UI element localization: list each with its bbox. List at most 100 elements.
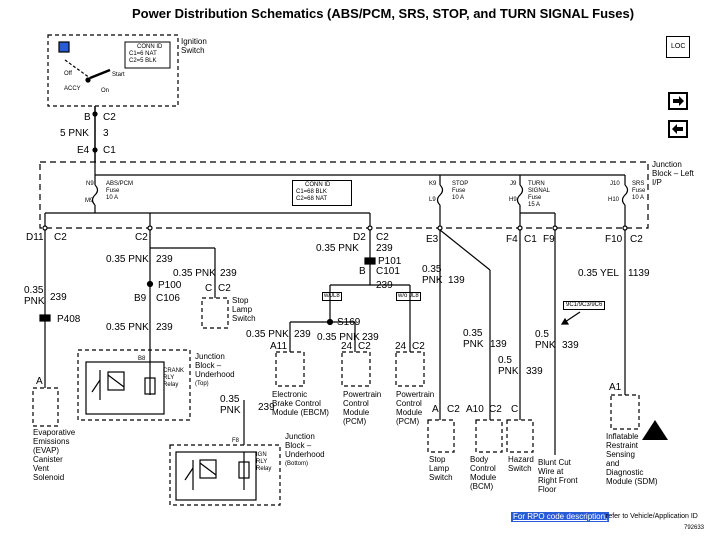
ign-c1: C1=6 NAT bbox=[129, 51, 157, 57]
crank-block-label: Junction Block – Underhood bbox=[195, 352, 235, 379]
pin-c2a: C2 bbox=[54, 232, 67, 243]
pcm1-pin: 24 bbox=[341, 341, 353, 352]
stop-lamp-switch-box bbox=[427, 419, 455, 453]
ignition-switch-label: Ignition Switch bbox=[181, 37, 207, 55]
w-jl8-label: w/JL8 bbox=[322, 292, 342, 301]
locator-button[interactable]: LOC bbox=[666, 36, 690, 58]
evap-wire-conn: P408 bbox=[57, 314, 81, 325]
ign-block-sub: (Bottom) bbox=[285, 461, 309, 467]
stop-sw-circuit: 239 bbox=[220, 268, 237, 279]
ign-relay-pin: F8 bbox=[232, 438, 240, 444]
ebcm-pin: A11 bbox=[270, 341, 288, 352]
ign-relay-label: IGN RLY Relay bbox=[256, 452, 272, 472]
sdm-box bbox=[610, 394, 640, 430]
turn-fuse-bottom: H9 bbox=[509, 197, 517, 203]
bcm-wire-color: PNK bbox=[463, 339, 484, 350]
stop-switch-top-conn: C2 bbox=[218, 283, 231, 294]
bcm-pin: A10 bbox=[466, 404, 484, 415]
blunt-wire-circuit: 339 bbox=[562, 340, 579, 351]
stop-fuse-top: K9 bbox=[429, 181, 437, 187]
pin-f9: F9 bbox=[543, 234, 555, 245]
ign-off: Off bbox=[64, 71, 72, 77]
bcm-box bbox=[475, 419, 503, 453]
jl-c2: C2=68 NAT bbox=[296, 196, 328, 202]
crank-relay-label: CRANK RLY Relay bbox=[163, 368, 185, 388]
stop-out-gauge: 0.35 bbox=[422, 264, 442, 275]
ign-accy: ACCY bbox=[64, 86, 81, 92]
turn-fuse-top: J9 bbox=[510, 181, 517, 187]
p101-label: P101 bbox=[378, 256, 402, 267]
blunt-label: Blunt Cut Wire at Right Front Floor bbox=[538, 458, 578, 494]
ignition-switch-box bbox=[47, 34, 179, 107]
junction-block-left-box bbox=[39, 161, 649, 229]
abs-fuse-bottom: M9 bbox=[85, 198, 94, 204]
sdm-wire-label: 0.35 YEL bbox=[578, 268, 619, 279]
sdm-pin: A1 bbox=[609, 382, 622, 393]
ebcm-box bbox=[275, 351, 305, 387]
figure-id: 792633 bbox=[684, 525, 705, 531]
arrow-right-icon bbox=[673, 96, 684, 106]
hazard-wire-gauge: 0.5 bbox=[498, 355, 512, 366]
pin-e3: E3 bbox=[426, 234, 439, 245]
stop-fuse-name: STOP bbox=[452, 181, 469, 187]
stop-switch-top-label: Stop Lamp Switch bbox=[232, 296, 256, 323]
locator-label: LOC bbox=[671, 43, 686, 50]
ign-pin-b: B bbox=[84, 112, 91, 123]
srs-fuse-top: J10 bbox=[610, 181, 620, 187]
blunt-wire-gauge: 0.5 bbox=[535, 329, 549, 340]
evap-label: Evaporative Emissions (EVAP) Canister Ve… bbox=[33, 428, 76, 482]
arrow-left-icon bbox=[672, 124, 683, 134]
d2-wire-label: 0.35 PNK bbox=[316, 243, 359, 254]
ign-circuit: 3 bbox=[103, 128, 109, 139]
stop-fuse-rating: 10 A bbox=[452, 195, 465, 201]
ign-start: Start bbox=[112, 72, 125, 78]
pin-f10: F10 bbox=[605, 234, 623, 245]
rpo-description-link[interactable]: For RPO code description, bbox=[511, 512, 610, 522]
jl-c1: C1=68 BLK bbox=[296, 189, 327, 195]
c106-bottom-label: 0.35 PNK bbox=[106, 322, 149, 333]
pin-d11: D11 bbox=[26, 232, 44, 243]
pin-c2d: C2 bbox=[630, 234, 643, 245]
prev-page-button[interactable] bbox=[668, 120, 688, 138]
pin-f4: F4 bbox=[506, 234, 518, 245]
pin-d2: D2 bbox=[353, 232, 366, 243]
pcm1-label: Powertrain Control Module (PCM) bbox=[343, 390, 382, 426]
sdm-label: Inflatable Restraint Sensing and Diagnos… bbox=[606, 432, 658, 486]
srs-fuse-name: SRS bbox=[632, 181, 645, 187]
c106-top-circuit: 239 bbox=[156, 254, 173, 265]
p100-label: P100 bbox=[158, 280, 182, 291]
page-title: Power Distribution Schematics (ABS/PCM, … bbox=[132, 6, 635, 21]
next-page-button[interactable] bbox=[668, 92, 688, 110]
pcm2-pin: 24 bbox=[395, 341, 407, 352]
blunt-wire-color: PNK bbox=[535, 340, 556, 351]
ebcm-wire-label: 0.35 PNK bbox=[246, 329, 289, 340]
ign-conn-id: CONN ID bbox=[137, 44, 163, 50]
abs-fuse-top: N9 bbox=[86, 181, 94, 187]
stop-fuse-bottom: L9 bbox=[429, 197, 436, 203]
ign-relay-wire-circuit: 239 bbox=[258, 402, 275, 413]
wo-jl8-label: w/o JL8 bbox=[396, 292, 421, 301]
bcm-wire-gauge: 0.35 bbox=[463, 328, 483, 339]
bcm-wire-circuit: 139 bbox=[490, 339, 507, 350]
ign-relay-wire-color: PNK bbox=[220, 405, 241, 416]
srs-fuse-rating: 10 A bbox=[632, 195, 645, 201]
b-label: B bbox=[359, 266, 366, 277]
evap-wire-color: PNK bbox=[24, 296, 45, 307]
turn-fuse-name2: SIGNAL bbox=[528, 188, 551, 194]
rpo-flag: 9C1/9C3/9C6 bbox=[563, 301, 606, 310]
evap-wire-circuit: 239 bbox=[50, 292, 67, 303]
pin-c2c: C2 bbox=[376, 232, 389, 243]
jl-conn-id: CONN ID bbox=[305, 182, 331, 188]
bcm-label: Body Control Module (BCM) bbox=[470, 455, 497, 491]
stop-switch-top-pin: C bbox=[205, 283, 213, 294]
sdm-wire-circuit: 1139 bbox=[628, 268, 650, 279]
s169-label: S169 bbox=[337, 317, 361, 328]
bcm-conn: C2 bbox=[489, 404, 502, 415]
c106-bottom-circuit: 239 bbox=[156, 322, 173, 333]
hazard-wire-color: PNK bbox=[498, 366, 519, 377]
crank-relay-box bbox=[77, 349, 191, 421]
turn-fuse-name: TURN bbox=[528, 181, 545, 187]
stop-out-circuit: 139 bbox=[448, 275, 465, 286]
